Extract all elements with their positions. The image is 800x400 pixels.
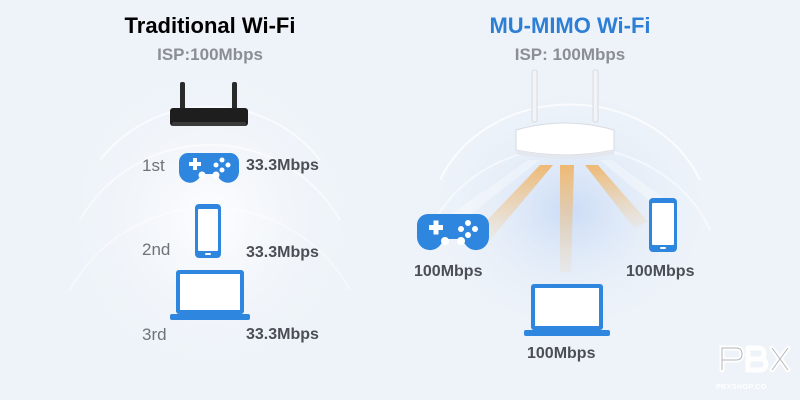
router-white-icon	[515, 69, 615, 159]
beam-center	[560, 165, 574, 272]
watermark-logo	[719, 345, 791, 373]
speed-smartphone: 100Mbps	[626, 263, 695, 280]
smartphone-icon	[195, 204, 221, 258]
speed-3rd: 33.3Mbps	[246, 326, 319, 343]
mu-mimo-wifi-title: MU-MIMO Wi-Fi	[489, 13, 651, 38]
speed-gamepad: 100Mbps	[414, 263, 483, 280]
router-black-icon	[170, 82, 248, 126]
gamepad-icon	[179, 153, 239, 183]
watermark-text: PBXSHOP.CO	[716, 384, 767, 391]
mu-mimo-isp-label: ISP: 100Mbps	[514, 45, 626, 64]
rank-3rd: 3rd	[142, 325, 167, 344]
speed-laptop: 100Mbps	[527, 345, 596, 362]
beam-left	[474, 165, 553, 240]
speed-2nd: 33.3Mbps	[246, 244, 319, 261]
traditional-isp-label: ISP:100Mbps	[157, 45, 263, 64]
traditional-wifi-title: Traditional Wi-Fi	[124, 13, 296, 38]
rank-1st: 1st	[142, 156, 165, 175]
rank-2nd: 2nd	[142, 240, 171, 259]
beam-right	[585, 165, 648, 228]
speed-1st: 33.3Mbps	[246, 157, 319, 174]
laptop-icon	[170, 270, 250, 320]
laptop-icon	[524, 284, 610, 336]
smartphone-icon	[649, 198, 677, 252]
gamepad-icon	[416, 214, 490, 251]
